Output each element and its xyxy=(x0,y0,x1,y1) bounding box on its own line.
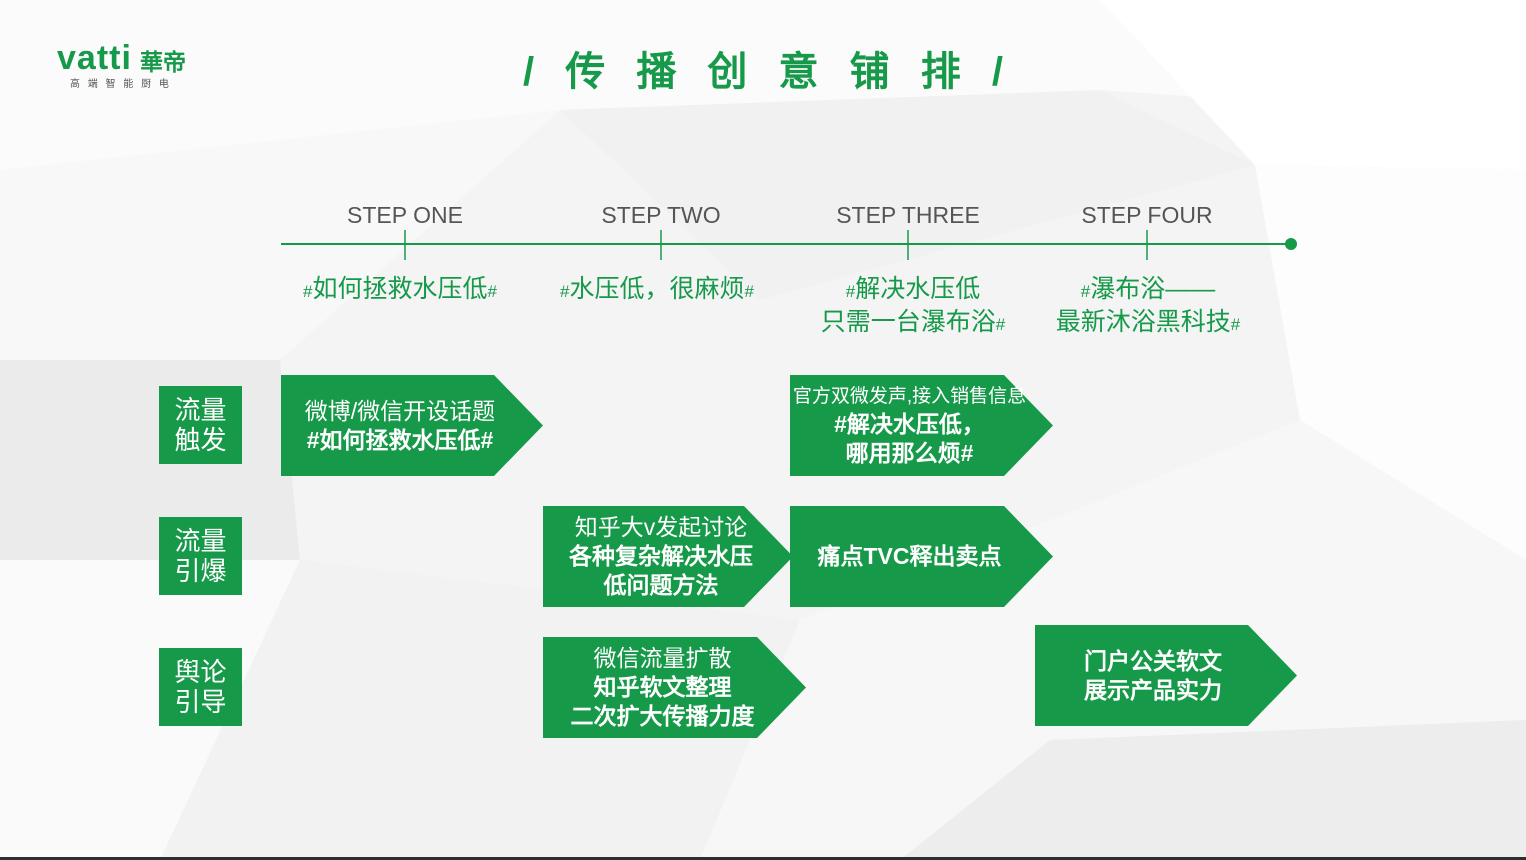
arrow-text: 知乎大v发起讨论 各种复杂解决水压 低问题方法 xyxy=(543,506,779,607)
background-facet xyxy=(0,360,300,560)
arrow-shape xyxy=(1035,625,1297,726)
step-label-two: STEP TWO xyxy=(601,202,721,228)
step-label-four: STEP FOUR xyxy=(1081,202,1213,228)
arrow-lead-line: 官方双微发声,接入销售信息 xyxy=(792,386,1027,407)
step-four-hashtag: #瀑布浴—— 最新沐浴黑科技# xyxy=(1008,274,1288,340)
arrow-lead-line: 知乎大v发起讨论 xyxy=(574,514,748,540)
arrow-block-portal-pr: 门户公关软文 展示产品实力 xyxy=(1035,625,1297,726)
row-label-line: 触发 xyxy=(174,425,227,455)
row-label-traffic-trigger: 流量 触发 xyxy=(159,386,242,464)
row-label-traffic-burst: 流量 引爆 xyxy=(159,517,242,595)
background-facet xyxy=(560,90,1255,300)
hashtag-line: #瀑布浴—— xyxy=(1080,275,1216,303)
arrow-block-wechat-spread: 微信流量扩散 知乎软文整理 二次扩大传播力度 xyxy=(543,637,806,738)
arrow-block-tvc-release: 痛点TVC释出卖点 xyxy=(790,506,1053,607)
arrow-block-zhihu-discussion: 知乎大v发起讨论 各种复杂解决水压 低问题方法 xyxy=(543,506,793,607)
hashtag-line: #解决水压低 xyxy=(845,275,981,303)
step-three-hashtag: #解决水压低 只需一台瀑布浴# xyxy=(773,274,1053,340)
arrow-emphasis-line: #如何拯救水压低# xyxy=(306,426,494,453)
hash-mark: # xyxy=(1080,282,1091,301)
background-facet xyxy=(1100,0,1526,170)
hash-mark: # xyxy=(487,282,497,301)
arrow-emphasis-line: 低问题方法 xyxy=(603,572,719,598)
arrow-shape xyxy=(790,375,1053,476)
hash-mark: # xyxy=(303,282,313,301)
background-facet xyxy=(160,560,800,860)
arrow-block-official-accounts: 官方双微发声,接入销售信息 #解决水压低， 哪用那么烦# xyxy=(790,375,1053,476)
arrow-lead-line: 微信流量扩散 xyxy=(593,645,732,671)
arrow-shape xyxy=(790,506,1053,607)
arrow-shape xyxy=(543,637,806,738)
arrow-emphasis-line: 哪用那么烦# xyxy=(845,440,974,466)
step-two-hashtag: #水压低，很麻烦# xyxy=(517,274,797,307)
arrow-lead-line: 微博/微信开设话题 xyxy=(304,397,496,424)
row-label-line: 流量 xyxy=(174,395,227,425)
arrow-text: 微博/微信开设话题 #如何拯救水压低# xyxy=(281,375,519,476)
hashtag-line: #水压低，很麻烦# xyxy=(560,275,754,303)
arrow-emphasis-line: 知乎软文整理 xyxy=(593,674,732,700)
hashtag-line: #如何拯救水压低# xyxy=(303,275,497,303)
arrow-text: 痛点TVC释出卖点 xyxy=(790,506,1029,607)
step-one-hashtag: #如何拯救水压低# xyxy=(260,274,540,307)
arrow-emphasis-line: #解决水压低， xyxy=(834,411,985,437)
background-facet xyxy=(1255,165,1526,560)
row-label-line: 引导 xyxy=(174,687,227,717)
step-label-one: STEP ONE xyxy=(347,202,463,228)
row-label-line: 引爆 xyxy=(174,556,227,586)
hash-mark: # xyxy=(560,282,570,301)
row-label-line: 舆论 xyxy=(174,657,227,687)
arrow-shape xyxy=(543,506,793,607)
background-facet xyxy=(0,560,300,860)
row-label-opinion-guide: 舆论 引导 xyxy=(159,648,242,726)
logo-chinese-name: 華帝 xyxy=(140,49,186,75)
hashtag-line: 最新沐浴黑科技# xyxy=(1055,308,1241,336)
arrow-emphasis-line: 展示产品实力 xyxy=(1084,676,1222,703)
bottom-edge-bar xyxy=(0,857,1526,860)
arrow-emphasis-line: 门户公关软文 xyxy=(1084,647,1222,674)
row-label-line: 流量 xyxy=(174,526,227,556)
arrow-text: 官方双微发声,接入销售信息 #解决水压低， 哪用那么烦# xyxy=(790,375,1029,476)
slide-title: / 传 播 创 意 铺 排 / xyxy=(522,50,1014,94)
hashtag-line: 只需一台瀑布浴# xyxy=(820,308,1006,336)
background-facet xyxy=(0,110,560,360)
arrow-emphasis-line: 痛点TVC释出卖点 xyxy=(817,543,1002,569)
hash-mark: # xyxy=(744,282,754,301)
hash-mark: # xyxy=(995,315,1006,334)
brand-logo: vatti 華帝 高 端 智 能 厨 电 xyxy=(57,38,197,94)
step-label-three: STEP THREE xyxy=(836,202,980,228)
arrow-emphasis-line: 二次扩大传播力度 xyxy=(570,703,755,729)
arrow-block-weibo-wechat-topic: 微博/微信开设话题 #如何拯救水压低# xyxy=(281,375,543,476)
logo-wordmark: vatti xyxy=(57,39,132,77)
hash-mark: # xyxy=(1230,315,1241,334)
arrow-shape xyxy=(281,375,543,476)
arrow-text: 门户公关软文 展示产品实力 xyxy=(1035,625,1271,726)
arrow-text: 微信流量扩散 知乎软文整理 二次扩大传播力度 xyxy=(543,637,782,738)
background-facet xyxy=(900,720,1526,860)
logo-tagline: 高 端 智 能 厨 电 xyxy=(70,79,172,90)
hash-mark: # xyxy=(845,282,856,301)
arrow-emphasis-line: 各种复杂解决水压 xyxy=(569,543,753,569)
